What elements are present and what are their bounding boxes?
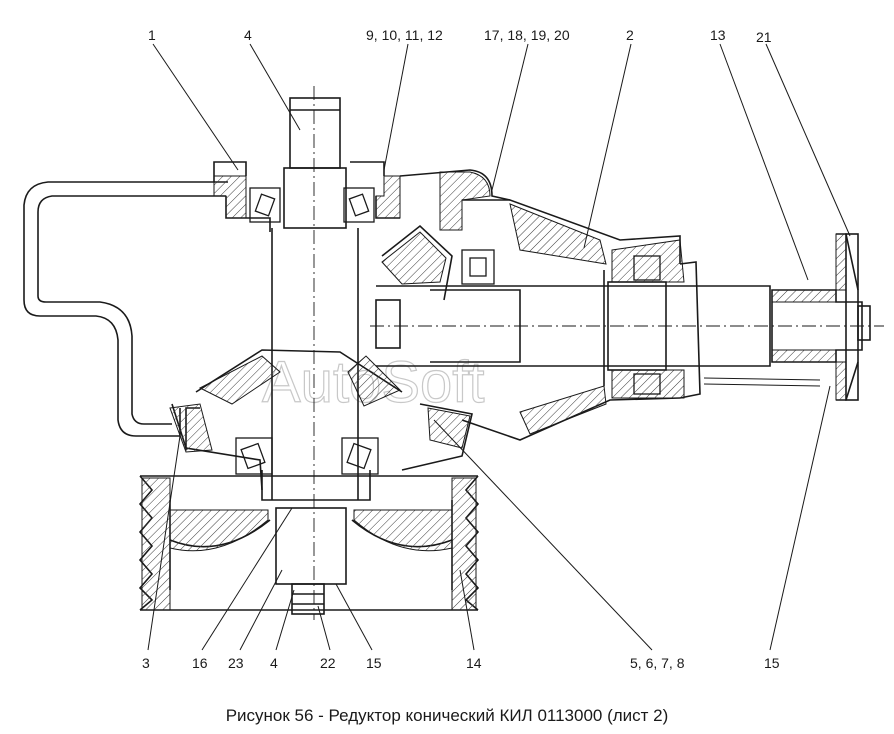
figure-caption: Рисунок 56 - Редуктор конический КИЛ 011…	[225, 706, 669, 725]
callout-5-8: 5, 6, 7, 8	[630, 655, 685, 671]
section-hatching	[141, 171, 847, 611]
callout-16: 16	[192, 655, 208, 671]
callout-1: 1	[148, 27, 156, 43]
callouts-top: 1 4 9, 10, 11, 12 17, 18, 19, 20 2 13 21	[148, 27, 772, 45]
callout-21: 21	[756, 29, 772, 45]
callout-17-20: 17, 18, 19, 20	[484, 27, 570, 43]
callout-22: 22	[320, 655, 336, 671]
callout-3: 3	[142, 655, 150, 671]
callout-13: 13	[710, 27, 726, 43]
callout-15-right: 15	[764, 655, 780, 671]
callout-14: 14	[466, 655, 482, 671]
bearings	[235, 187, 661, 475]
callout-15-left: 15	[366, 655, 382, 671]
callout-4-top: 4	[244, 27, 252, 43]
callout-23: 23	[228, 655, 244, 671]
leader-lines	[147, 43, 851, 651]
callouts-bottom: 3 16 23 4 22 15 14 5, 6, 7, 8 15	[142, 655, 780, 671]
callout-2: 2	[626, 27, 634, 43]
callout-9-12: 9, 10, 11, 12	[366, 27, 443, 43]
callout-4-bottom: 4	[270, 655, 278, 671]
